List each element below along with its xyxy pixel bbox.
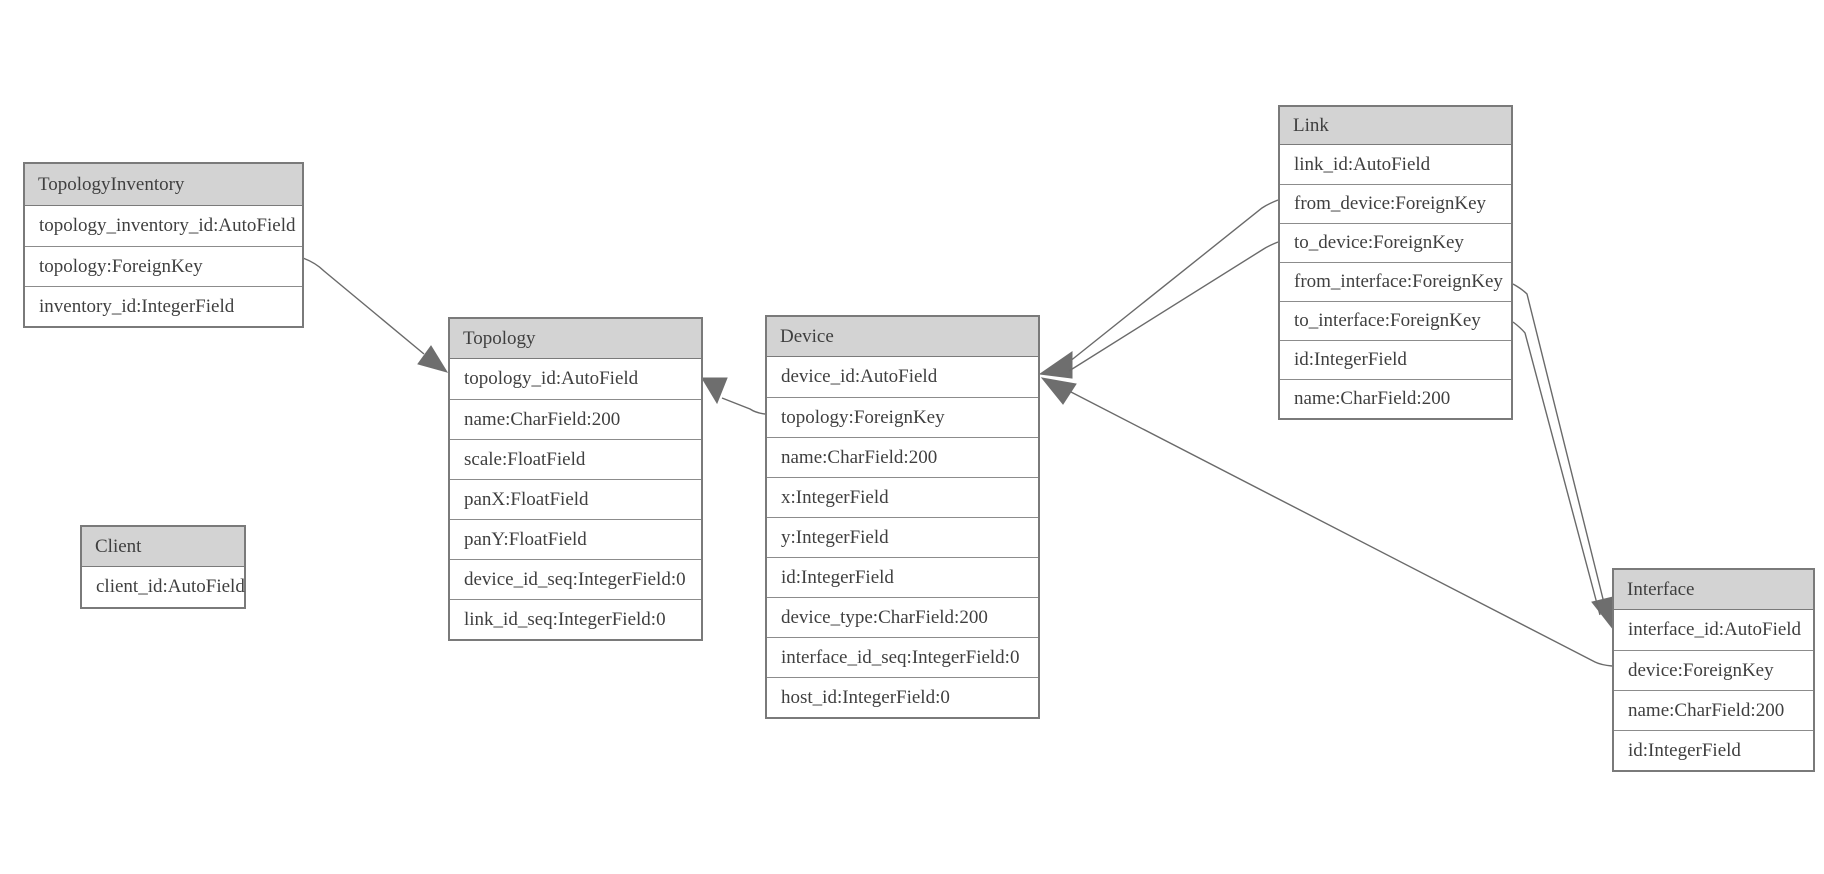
entity-device[interactable]: Device device_id:AutoField topology:Foreig… <box>765 315 1040 719</box>
entity-link-field-from_device[interactable]: from_device:ForeignKey <box>1280 184 1511 223</box>
field-label: link_id:AutoField <box>1294 153 1431 175</box>
field-label: from_device:ForeignKey <box>1294 193 1487 214</box>
entity-device-field-interface_id_seq[interactable]: interface_id_seq:IntegerField:0 <box>767 637 1038 677</box>
entity-topology[interactable]: Topology topology_id:AutoField name:CharFi… <box>448 317 703 641</box>
entity-title: Topology <box>463 327 536 349</box>
entity-interface-field-id[interactable]: id:IntegerField <box>1614 730 1813 770</box>
entity-client-header[interactable]: Client <box>82 527 244 567</box>
arrowhead-interface-device <box>1040 377 1077 405</box>
field-label: from_interface:ForeignKey <box>1294 271 1503 292</box>
field-label: id:IntegerField <box>1628 739 1741 761</box>
entity-device-field-y[interactable]: y:IntegerField <box>767 517 1038 557</box>
field-label: topology_inventory_id:AutoField <box>39 215 296 236</box>
field-label: device:ForeignKey <box>1628 659 1774 681</box>
entity-device-header[interactable]: Device <box>767 317 1038 357</box>
field-label: name:CharField:200 <box>1628 699 1785 721</box>
field-label: interface_id:AutoField <box>1628 619 1802 640</box>
arrowhead-device-topology <box>701 377 728 405</box>
entity-device-field-device_id[interactable]: device_id:AutoField <box>767 357 1038 397</box>
connector-interface-device <box>1070 391 1613 667</box>
connector-link-to_device-device <box>1068 241 1279 372</box>
entity-device-field-topology[interactable]: topology:ForeignKey <box>767 397 1038 437</box>
connector-device-topology <box>721 397 766 415</box>
entity-topology_inventory-header[interactable]: TopologyInventory <box>25 164 302 206</box>
field-label: id:IntegerField <box>1294 349 1407 370</box>
entity-topology-field-topology_id[interactable]: topology_id:AutoField <box>450 359 701 399</box>
entity-interface[interactable]: Interface interface_id:AutoField device:Fo… <box>1612 568 1815 772</box>
entity-interface-field-name[interactable]: name:CharField:200 <box>1614 690 1813 730</box>
field-label: inventory_id:IntegerField <box>39 295 235 317</box>
field-label: name:CharField:200 <box>464 408 621 430</box>
entity-interface-field-device[interactable]: device:ForeignKey <box>1614 650 1813 690</box>
field-label: id:IntegerField <box>781 566 894 588</box>
field-label: to_interface:ForeignKey <box>1294 310 1481 331</box>
entity-client[interactable]: Client client_id:AutoField <box>80 525 246 609</box>
field-label: topology:ForeignKey <box>39 255 203 277</box>
entity-topology-field-panY[interactable]: panY:FloatField <box>450 519 701 559</box>
field-label: panY:FloatField <box>464 528 587 550</box>
entity-title: Device <box>780 325 834 347</box>
connector-link-from_device-device <box>1068 199 1279 363</box>
entity-link-field-id[interactable]: id:IntegerField <box>1280 340 1511 379</box>
field-label: device_type:CharField:200 <box>781 606 988 628</box>
entity-title: TopologyInventory <box>38 173 185 195</box>
field-label: device_id:AutoField <box>781 366 938 387</box>
entity-topology-field-device_id_seq[interactable]: device_id_seq:IntegerField:0 <box>450 559 701 599</box>
entity-topology_inventory-field-topology_inventory_id[interactable]: topology_inventory_id:AutoField <box>25 206 302 246</box>
entity-topology_inventory[interactable]: TopologyInventory topology_inventory_id:A… <box>23 162 304 328</box>
entity-link-field-to_interface[interactable]: to_interface:ForeignKey <box>1280 301 1511 340</box>
field-label: interface_id_seq:IntegerField:0 <box>781 646 1020 668</box>
entity-link-header[interactable]: Link <box>1280 107 1511 145</box>
entity-topology_inventory-field-inventory_id[interactable]: inventory_id:IntegerField <box>25 286 302 326</box>
entity-topology_inventory-field-topology[interactable]: topology:ForeignKey <box>25 246 302 286</box>
entity-link-field-to_device[interactable]: to_device:ForeignKey <box>1280 223 1511 262</box>
field-label: host_id:IntegerField:0 <box>781 686 950 708</box>
field-label: panX:FloatField <box>464 488 589 510</box>
entity-device-field-id[interactable]: id:IntegerField <box>767 557 1038 597</box>
entity-topology-field-panX[interactable]: panX:FloatField <box>450 479 701 519</box>
entity-device-field-x[interactable]: x:IntegerField <box>767 477 1038 517</box>
arrowhead-link-from_device-device <box>1038 351 1073 379</box>
field-label: topology:ForeignKey <box>781 406 945 428</box>
field-label: link_id_seq:IntegerField:0 <box>464 608 666 630</box>
entity-device-field-device_type[interactable]: device_type:CharField:200 <box>767 597 1038 637</box>
entity-topology-field-name[interactable]: name:CharField:200 <box>450 399 701 439</box>
connector-topologyinventory-topology <box>302 257 425 355</box>
entity-title: Link <box>1293 114 1329 136</box>
field-label: name:CharField:200 <box>1294 388 1451 409</box>
connector-link-to_interface-interface <box>1512 321 1601 616</box>
field-label: name:CharField:200 <box>781 446 938 468</box>
arrowhead-topologyinventory-topology <box>417 345 449 373</box>
entity-link-field-name[interactable]: name:CharField:200 <box>1280 379 1511 418</box>
entity-interface-header[interactable]: Interface <box>1614 570 1813 610</box>
entity-device-field-name[interactable]: name:CharField:200 <box>767 437 1038 477</box>
entity-link[interactable]: Link link_id:AutoField from_device:Foreign… <box>1278 105 1513 420</box>
entity-topology-field-scale[interactable]: scale:FloatField <box>450 439 701 479</box>
field-label: x:IntegerField <box>781 486 889 508</box>
field-label: y:IntegerField <box>781 526 889 548</box>
field-label: device_id_seq:IntegerField:0 <box>464 568 686 590</box>
entity-interface-field-interface_id[interactable]: interface_id:AutoField <box>1614 610 1813 650</box>
connector-link-from_interface-interface <box>1512 283 1606 608</box>
entity-link-field-link_id[interactable]: link_id:AutoField <box>1280 145 1511 184</box>
entity-title: Interface <box>1627 578 1695 600</box>
field-label: client_id:AutoField <box>96 576 245 597</box>
field-label: to_device:ForeignKey <box>1294 232 1464 253</box>
entity-topology-field-link_id_seq[interactable]: link_id_seq:IntegerField:0 <box>450 599 701 639</box>
entity-title: Client <box>95 535 142 557</box>
field-label: topology_id:AutoField <box>464 368 639 389</box>
field-label: scale:FloatField <box>464 448 586 470</box>
entity-link-field-from_interface[interactable]: from_interface:ForeignKey <box>1280 262 1511 301</box>
entity-topology-header[interactable]: Topology <box>450 319 701 359</box>
entity-device-field-host_id[interactable]: host_id:IntegerField:0 <box>767 677 1038 717</box>
entity-client-field-client_id[interactable]: client_id:AutoField <box>82 567 245 607</box>
